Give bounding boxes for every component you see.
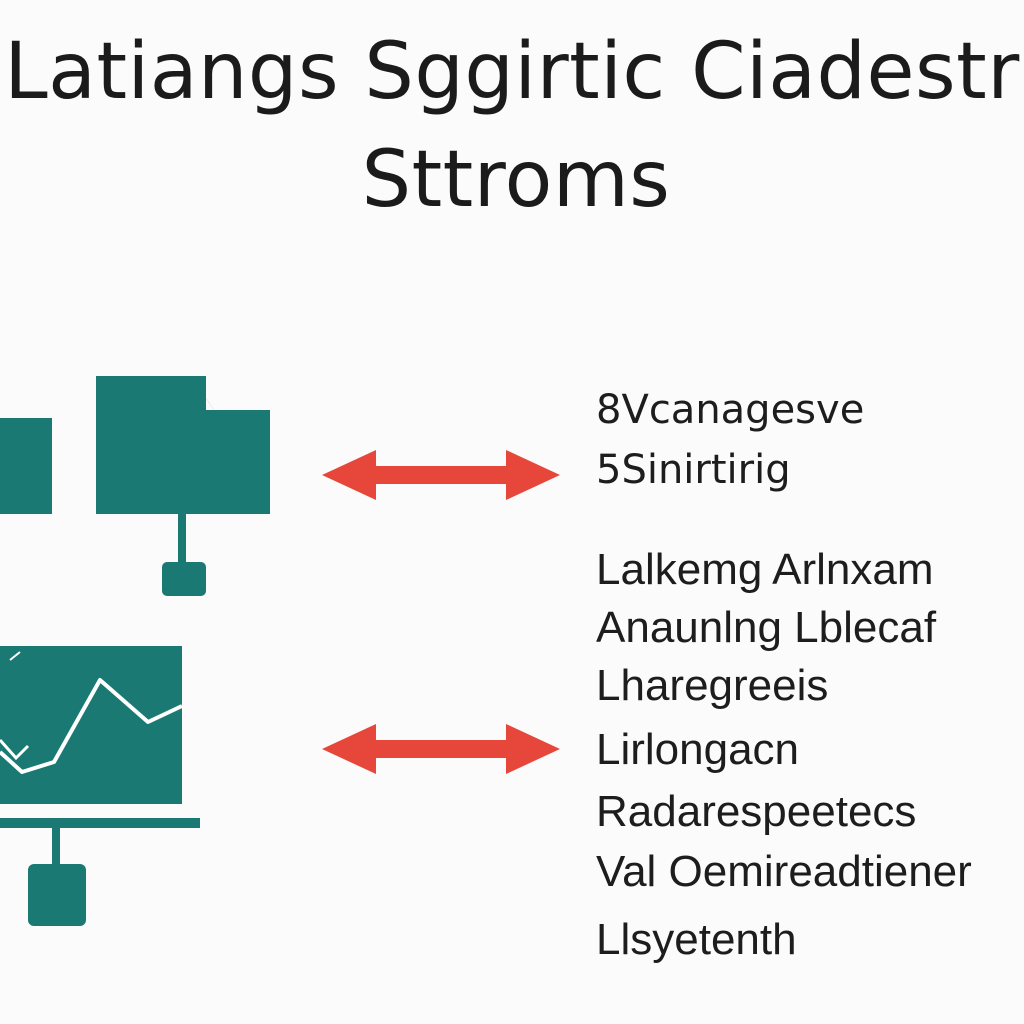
monitor-base bbox=[28, 864, 86, 926]
monitor-screen bbox=[0, 646, 182, 804]
monitor-stand-bar bbox=[0, 818, 200, 828]
label-bottom-6: Val Oemireadtiener bbox=[596, 847, 972, 896]
monitor-stem bbox=[52, 828, 60, 868]
page-title-line-2: Sttroms bbox=[361, 135, 671, 225]
page-title-line-1: Latiangs Sggirtic Ciadestr bbox=[4, 27, 1020, 117]
folder-block-left bbox=[0, 418, 52, 514]
chart-line bbox=[0, 678, 183, 774]
double-arrow-bottom bbox=[322, 724, 560, 774]
folder-stem bbox=[178, 514, 186, 566]
monitor-chart-icon bbox=[0, 646, 200, 926]
label-bottom-3: Lharegreeis bbox=[596, 661, 829, 710]
double-arrow-top bbox=[322, 450, 560, 500]
label-top-1: 8Vcanagesve bbox=[596, 387, 865, 433]
label-bottom-5: Radarespeetecs bbox=[596, 787, 917, 836]
label-bottom-2: Anaunlng Lblecaf bbox=[596, 603, 937, 652]
folder-base bbox=[162, 562, 206, 596]
label-top-2: 5Sinirtirig bbox=[596, 447, 791, 493]
label-bottom-7: Llsyetenth bbox=[596, 915, 797, 964]
label-bottom-1: Lalkemg Arlnxam bbox=[596, 545, 934, 594]
folder-block-main bbox=[96, 376, 270, 514]
label-bottom-4: Lirlongacn bbox=[596, 725, 800, 774]
folder-network-icon bbox=[0, 376, 270, 596]
